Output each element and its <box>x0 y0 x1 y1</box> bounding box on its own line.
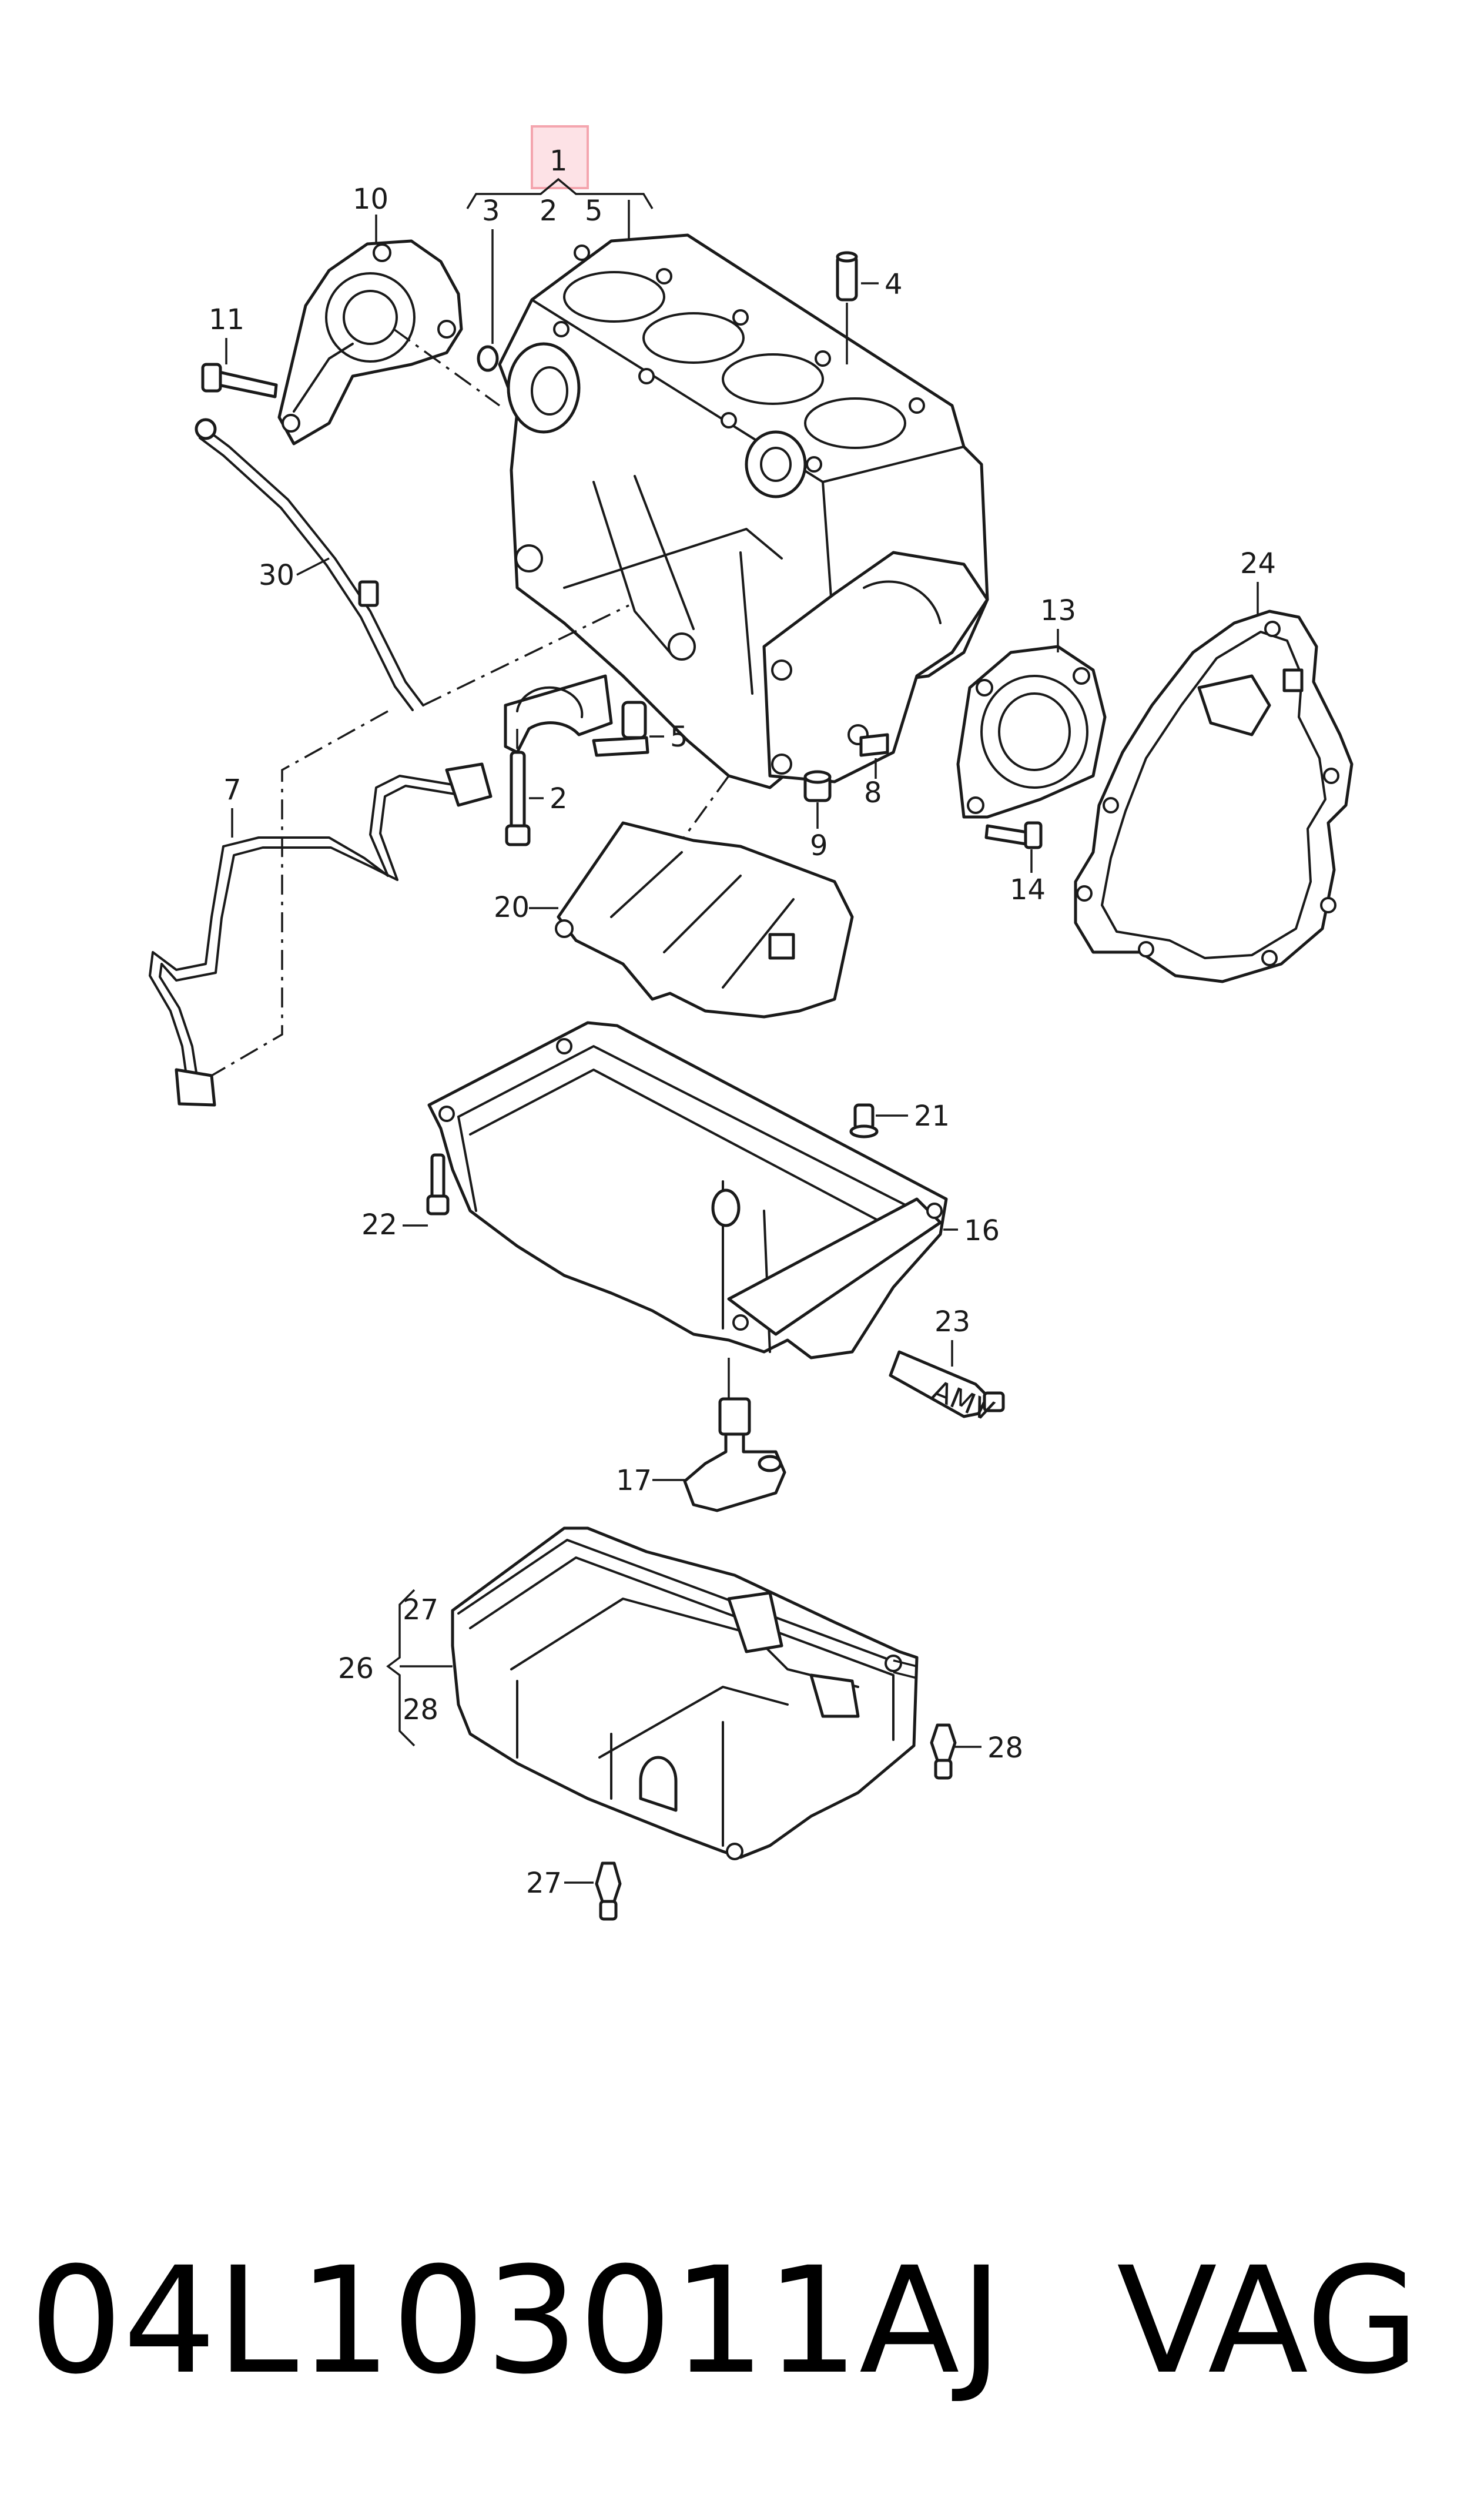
brand-caption: VAG <box>1117 2235 1419 2406</box>
callout-9: 9 <box>810 829 828 862</box>
callout-2-top: 2 <box>540 195 558 227</box>
clip-28 <box>893 1659 957 1780</box>
pin-4 <box>836 251 858 302</box>
dowel-9 <box>803 770 832 802</box>
oil-level-sensor-17 <box>683 1397 786 1512</box>
engine-block <box>498 233 989 789</box>
callout-8: 8 <box>864 776 882 809</box>
dowel-3 <box>477 345 499 372</box>
callout-30: 30 <box>259 559 294 592</box>
oil-baffle-20 <box>555 821 854 1019</box>
callout-22: 22 <box>361 1208 397 1241</box>
rear-seal-flange <box>277 239 463 446</box>
dipstick-tube-30 <box>195 418 424 711</box>
callout-27-top: 27 <box>403 1593 438 1626</box>
oil-jet-5 <box>592 701 649 757</box>
callout-28: 28 <box>987 1732 1023 1764</box>
callout-10: 10 <box>353 183 388 216</box>
bolt-11 <box>201 363 278 399</box>
dowel-8 <box>859 733 889 757</box>
group-bracket-1 <box>466 178 654 209</box>
callout-1: 1 <box>550 145 568 178</box>
callout-20: 20 <box>494 891 530 924</box>
bolt-22 <box>426 1153 450 1216</box>
callout-7: 7 <box>223 774 242 806</box>
callout-5: 5 <box>670 721 688 754</box>
centerline <box>211 710 388 1077</box>
callout-13: 13 <box>1040 594 1076 627</box>
callout-1-highlight[interactable] <box>531 125 589 189</box>
callout-11: 11 <box>209 303 244 336</box>
callout-26: 26 <box>338 1652 374 1685</box>
lower-oil-pan-26 <box>451 1526 919 1860</box>
gasket-24 <box>1074 610 1354 983</box>
callout-16: 16 <box>964 1214 1000 1247</box>
drain-plug-21 <box>849 1103 879 1139</box>
clip-27 <box>595 1861 622 1921</box>
callout-23: 23 <box>934 1305 970 1338</box>
upper-oil-pan-16 <box>427 1021 948 1360</box>
oil-line-7 <box>149 762 493 1107</box>
part-number-caption: 04L103011AJ <box>29 2235 1003 2406</box>
callout-5-top: 5 <box>585 195 603 227</box>
callout-27: 27 <box>526 1867 562 1900</box>
callout-24: 24 <box>1240 547 1276 580</box>
callout-2: 2 <box>550 782 568 815</box>
group-brace-26 <box>386 1589 416 1747</box>
front-seal-flange <box>956 645 1107 819</box>
bolt-2 <box>505 751 531 846</box>
sealant-tube-23: AMV <box>889 1350 1005 1428</box>
callout-21: 21 <box>914 1100 950 1133</box>
bolt-14 <box>984 821 1043 849</box>
callout-14: 14 <box>1010 873 1046 906</box>
callout-17: 17 <box>616 1464 652 1497</box>
main-bearing-cap <box>504 674 613 754</box>
callout-28-top: 28 <box>403 1693 438 1726</box>
callout-4: 4 <box>885 268 903 301</box>
callout-3: 3 <box>482 195 500 227</box>
